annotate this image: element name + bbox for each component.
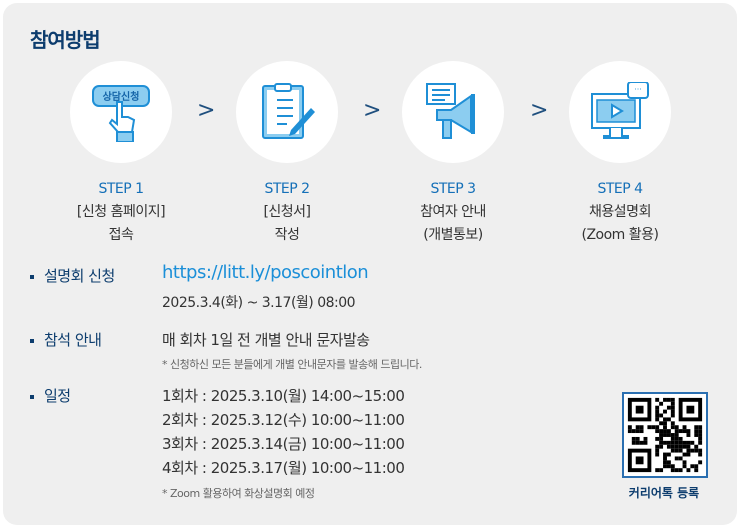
- qr-label: 커리어톡 등록: [628, 486, 700, 500]
- step-2-icon-circle: [236, 61, 338, 163]
- step-arrow: >: [197, 98, 216, 123]
- svg-text:···: ···: [634, 85, 642, 94]
- qr-code[interactable]: [622, 392, 708, 478]
- schedule-item: 2회차 : 2025.3.12(수) 10:00~11:00: [162, 411, 405, 429]
- schedule-item: 4회차 : 2025.3.17(월) 10:00~11:00: [162, 459, 405, 477]
- notice-text: 매 회차 1일 전 개별 안내 문자발송: [162, 331, 370, 349]
- step-number: STEP 2: [264, 181, 310, 197]
- notice-label: 참석 안내: [30, 329, 102, 350]
- schedule-label: 일정: [30, 385, 71, 406]
- step-desc: 작성: [274, 227, 300, 243]
- step-arrow: >: [363, 98, 382, 123]
- schedule-item: 3회차 : 2025.3.14(금) 10:00~11:00: [162, 435, 405, 453]
- page-title: 참여방법: [30, 28, 101, 52]
- step-title: 채용설명회: [589, 204, 651, 220]
- step-desc: (Zoom 활용): [581, 227, 660, 243]
- step-3: STEP 3 참여자 안내 (개별통보): [383, 178, 523, 247]
- step-title: 참여자 안내: [420, 204, 486, 220]
- step-title: [신청서]: [263, 204, 311, 220]
- monitor-video-icon: ···: [591, 82, 649, 139]
- step-desc: 접속: [108, 227, 134, 243]
- step-desc: (개별통보): [423, 227, 483, 243]
- step-4-icon-circle: ···: [569, 61, 671, 163]
- schedule-item: 1회차 : 2025.3.10(월) 14:00~15:00: [162, 387, 405, 405]
- clipboard-form-icon: [262, 83, 315, 139]
- schedule-note: * Zoom 활용하여 화상설명회 예정: [162, 487, 315, 500]
- megaphone-icon: [426, 83, 475, 139]
- step-1-icon-circle: 상담신청: [70, 61, 172, 163]
- apply-link[interactable]: https://litt.ly/poscointlon: [162, 262, 369, 283]
- step-number: STEP 1: [98, 181, 144, 197]
- step-1: STEP 1 [신청 홈페이지] 접속: [51, 178, 191, 247]
- click-apply-button-icon: 상담신청: [92, 85, 150, 142]
- apply-label: 설명회 신청: [30, 265, 115, 286]
- svg-text:상담신청: 상담신청: [103, 90, 140, 103]
- step-3-icon-circle: [402, 61, 504, 163]
- apply-period: 2025.3.4(화) ~ 3.17(월) 08:00: [162, 295, 356, 311]
- step-4: STEP 4 채용설명회 (Zoom 활용): [550, 178, 690, 247]
- step-title: [신청 홈페이지]: [76, 204, 166, 220]
- step-number: STEP 3: [430, 181, 476, 197]
- step-arrow: >: [530, 98, 549, 123]
- qr-code-image: [624, 394, 706, 476]
- step-2: STEP 2 [신청서] 작성: [217, 178, 357, 247]
- step-number: STEP 4: [597, 181, 643, 197]
- notice-note: * 신청하신 모든 분들에게 개별 안내문자를 발송해 드립니다.: [162, 358, 422, 371]
